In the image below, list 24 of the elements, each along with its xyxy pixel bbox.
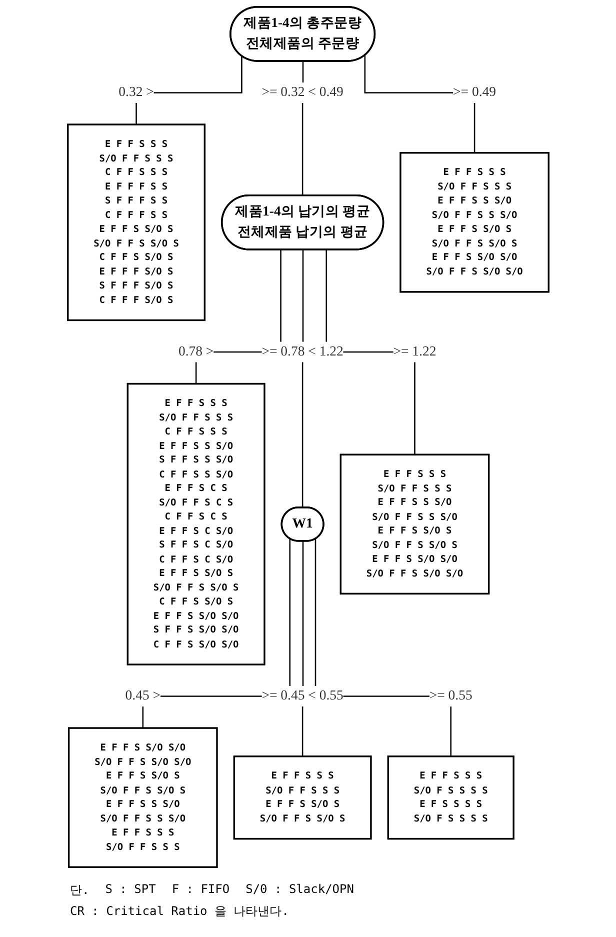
footnote-text: CR : Critical Ratio 을 나타낸다. [70, 903, 289, 920]
edge-label: >= 0.49 [452, 84, 496, 100]
edge-label: 0.45 > [125, 688, 160, 704]
node-box [68, 727, 218, 868]
connector [302, 250, 304, 508]
edge-label: >= 0.78 < 1.22 [262, 344, 344, 359]
connector [302, 541, 304, 757]
edge-label: >= 1.22 [393, 344, 436, 359]
node-box [126, 382, 266, 666]
edge-label: 0.78 > [178, 344, 214, 359]
edge-label: >= 0.32 < 0.49 [262, 84, 344, 100]
footnote-text: S/0 : Slack/OPN [246, 882, 354, 898]
node-box [233, 756, 372, 840]
node-box [66, 124, 206, 322]
footnote-text: S : SPT [105, 882, 156, 898]
footnote-text: 단. [70, 882, 90, 899]
footnote-text: F : FIFO [172, 882, 230, 898]
decision-tree: 0.32 > >= 0.32 < 0.49 >= 0.49 0.78 > >= 0.78 < 1.22 >= 1.22 0.45 > >= 0.45 < 0.55 >= 0.55 제품1-4의 총주문량 전체제품의 주문량 E F F S S S S/O F F S S S C F F S S S E F F F S S S F F F S S C F F F S S E F F S S/O S S/O F F S S/O S C F F S S/O S E F F F S/O S S F F F S/O S C F F F S/O S 제품1-4의 납기의 평균 전체제품 납기의 평균 E F F S S S S/O F F S S S E F F S S S/O S/O F F S S S/O E F F S S/O S S/O F F S S/O S E F F S S/O S/O S/O F F S S/O S/O E F F S S S S/O F F S S S C F F S S S E F F S S S/O S F F S S S/O C F F S S S/O E F F S C S S/O F F S C S C F F S C S E F F S C S/O S F F S C S/O C F F S C S/O E F F S S/O S S/O F F S S/O S C F F S S/O S E F F S S/O S/O S F F S S/O S/O C F F S S/O S/O W1 E F F S S S S/O F F S S S E F F S S S/O S/O F F S S S/O E F F S S/O S S/O F F S S/O S E F F S S/O S/O S/O F F S S/O S/O E F F S S/O S/O S/O F F S S/O S/O E F F S S/O S S/O F F S S/O S E F F S S S/O S/O F F S S S/O E F F S S S S/O F F S S S E F F S S S S/O F F S S S E F F S S/O S S/O F F S S/O S E F F S S S S/O F S S S S E F S S S S S/O F S S S S [60, 0, 556, 874]
edge-label: >= 0.45 < 0.55 [262, 688, 344, 704]
node-box [340, 454, 490, 595]
edge-label: 0.32 > [118, 84, 154, 100]
node-box [387, 756, 514, 840]
node-box [399, 152, 550, 293]
edge-label: >= 0.55 [429, 688, 472, 704]
